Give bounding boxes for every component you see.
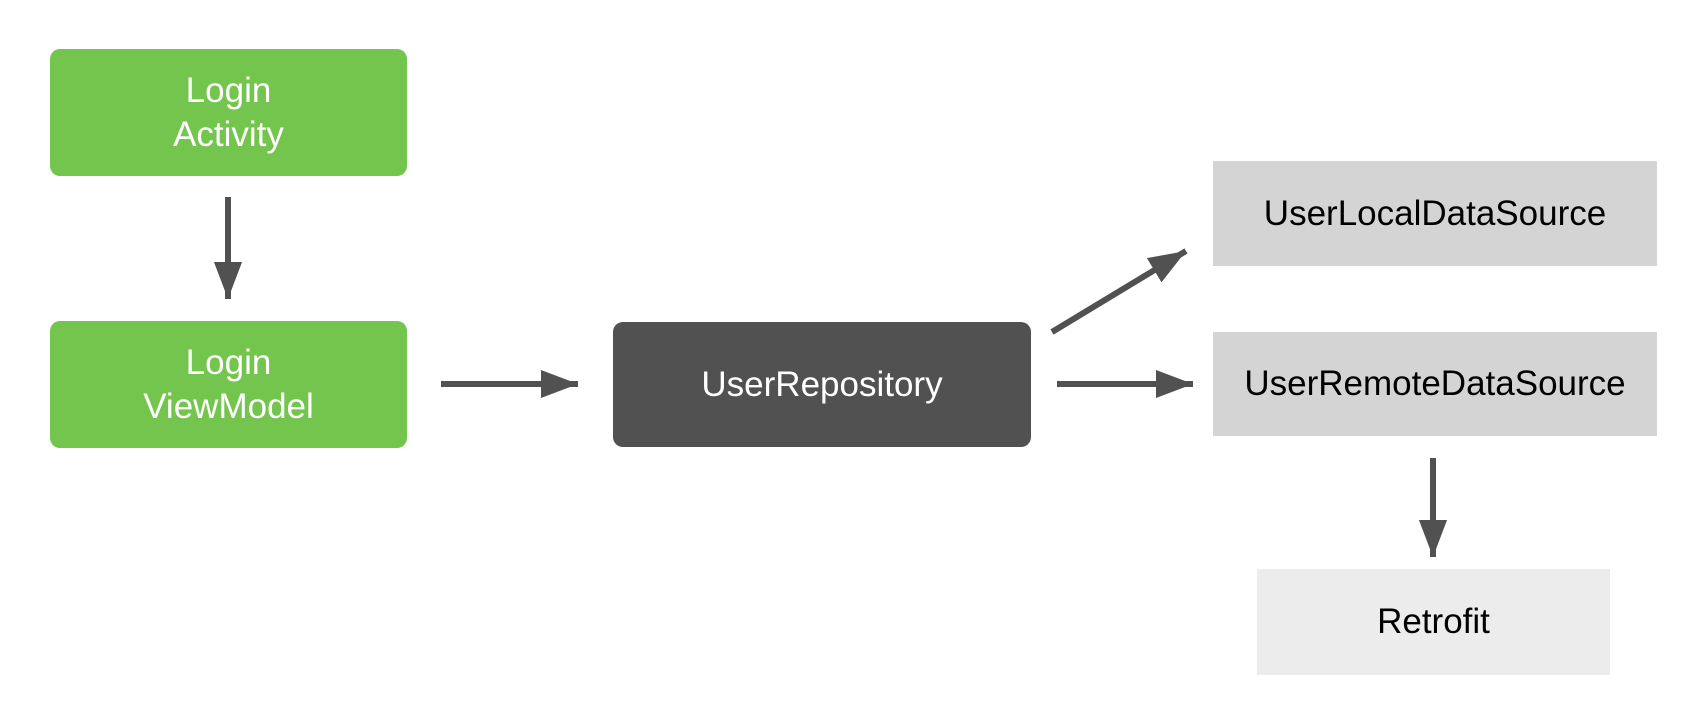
node-login-activity-label-line1: Login — [185, 70, 272, 110]
node-login-activity: Login Activity — [50, 49, 407, 176]
node-user-remote-data-source: UserRemoteDataSource — [1213, 332, 1657, 436]
node-login-viewmodel-label-line2: ViewModel — [143, 386, 314, 426]
node-retrofit: Retrofit — [1257, 569, 1610, 675]
node-user-local-data-source-label: UserLocalDataSource — [1263, 193, 1607, 233]
node-retrofit-label: Retrofit — [1377, 602, 1490, 641]
node-user-remote-data-source-label: UserRemoteDataSource — [1244, 364, 1626, 403]
arrow-repository-to-localdatasource-icon — [1050, 248, 1188, 335]
node-login-viewmodel: Login ViewModel — [50, 321, 407, 448]
node-user-local-data-source: UserLocalDataSource — [1213, 161, 1657, 266]
node-user-repository-label: UserRepository — [701, 364, 943, 404]
node-user-repository: UserRepository — [613, 322, 1031, 447]
node-login-viewmodel-label-line1: Login — [185, 342, 272, 382]
node-login-activity-label-line2: Activity — [173, 114, 284, 154]
